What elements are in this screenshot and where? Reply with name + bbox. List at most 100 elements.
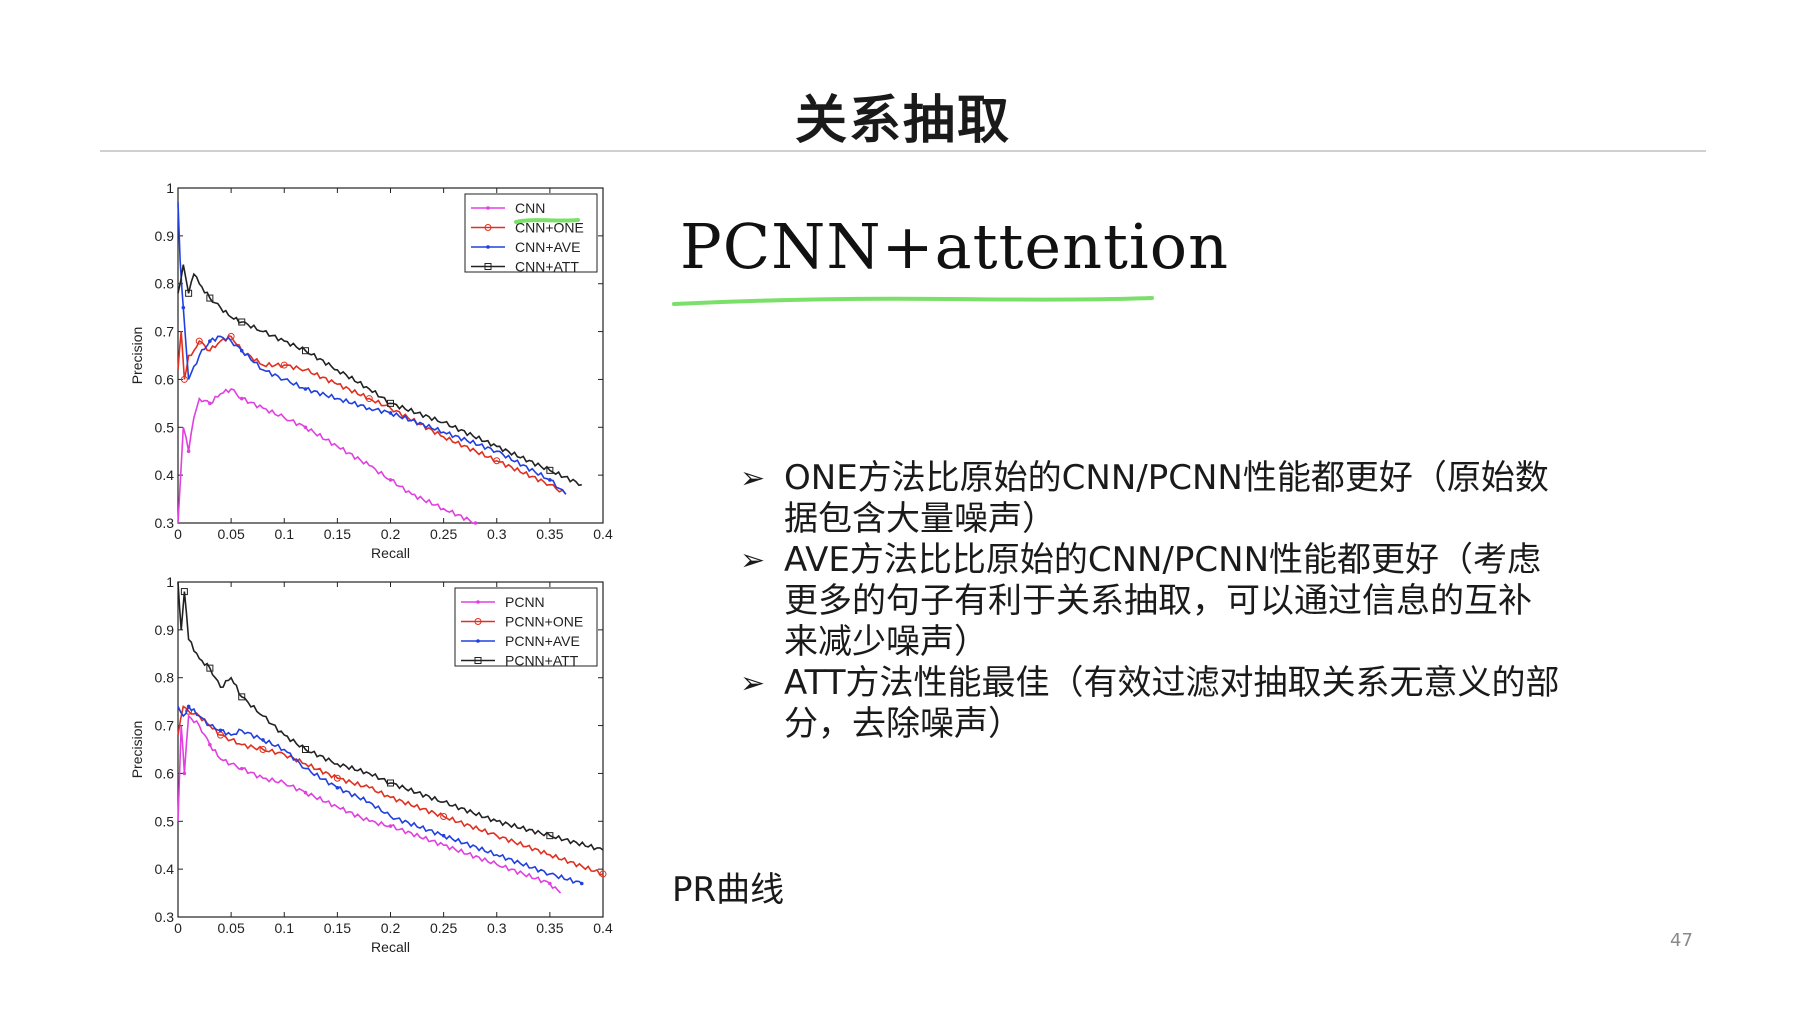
bullet-item: ➢ ATT方法性能最佳（有效过滤对抽取关系无意义的部分，去除噪声）	[740, 663, 1560, 745]
data-point	[302, 347, 309, 355]
data-point	[303, 425, 308, 430]
data-point	[208, 339, 212, 343]
x-tick-label: 0.3	[487, 526, 507, 542]
bullet-item: ➢AVE方法比比原始的CNN/PCNN性能都更好（考虑更多的句子有利于关系抽取，…	[740, 540, 1560, 663]
y-tick-label: 0.8	[155, 276, 175, 292]
y-tick-label: 0.9	[155, 228, 175, 244]
arrow-bullet-icon: ➢	[740, 666, 766, 701]
data-point	[388, 478, 393, 482]
data-point	[208, 742, 212, 747]
data-point	[546, 466, 554, 474]
x-tick-label: 0.15	[324, 526, 351, 542]
data-point	[333, 774, 341, 782]
bullet-item: ➢ONE方法比原始的CNN/PCNN性能都更好（原始数据包含大量噪声）	[740, 458, 1560, 540]
data-point	[387, 779, 394, 787]
data-point	[239, 766, 244, 771]
y-axis-label: Precision	[129, 721, 145, 779]
x-tick-label: 0.2	[381, 526, 401, 542]
y-tick-label: 0.4	[155, 861, 175, 877]
y-tick-label: 0.5	[155, 813, 175, 829]
data-point	[206, 294, 214, 302]
data-point	[599, 870, 607, 878]
data-point	[239, 396, 244, 401]
data-point	[365, 395, 373, 403]
x-axis-label: Recall	[371, 545, 410, 561]
legend-marker	[484, 263, 492, 270]
legend-label: PCNN	[505, 594, 545, 610]
data-point	[261, 738, 265, 742]
arrow-bullet-icon: ➢	[740, 543, 766, 578]
legend-marker	[484, 224, 492, 231]
x-tick-label: 0	[174, 920, 182, 936]
x-tick-label: 0.2	[381, 920, 401, 936]
data-point	[195, 337, 203, 345]
data-point	[208, 401, 212, 406]
series-line-pcnn-att	[177, 581, 604, 851]
arrow-bullet-icon: ➢	[740, 461, 766, 496]
page-number: 47	[1670, 930, 1693, 951]
x-tick-label: 0.25	[430, 920, 457, 936]
data-point	[186, 449, 191, 454]
series-line-cnn-att	[177, 264, 582, 487]
data-point	[239, 348, 244, 353]
data-point	[579, 881, 584, 886]
x-tick-label: 0.05	[218, 920, 245, 936]
y-tick-label: 0.6	[155, 371, 175, 387]
x-tick-label: 0.3	[487, 920, 507, 936]
data-point	[388, 411, 393, 415]
data-point	[180, 588, 188, 596]
slide-title: 关系抽取	[794, 91, 1011, 151]
data-point	[388, 824, 393, 828]
legend-label: CNN+ATT	[515, 259, 579, 275]
series-line-cnn	[177, 388, 476, 525]
data-point	[387, 399, 394, 407]
x-tick-label: 0.05	[218, 526, 245, 542]
legend-marker	[476, 639, 480, 643]
method-headline: PCNN+attention	[680, 210, 1230, 283]
series-line-pcnn-one	[177, 705, 604, 876]
data-point	[180, 375, 188, 383]
legend-marker	[476, 600, 480, 604]
data-point	[440, 813, 448, 820]
data-point	[493, 457, 501, 465]
data-point	[259, 746, 267, 753]
x-tick-label: 0.4	[593, 920, 613, 936]
data-point	[548, 478, 552, 482]
data-point	[441, 833, 446, 838]
y-tick-label: 0.7	[155, 324, 175, 340]
data-point	[182, 771, 187, 776]
x-axis-label: Recall	[371, 939, 410, 955]
title-divider	[100, 150, 1706, 152]
x-tick-label: 0	[174, 526, 182, 542]
legend-marker	[486, 245, 490, 249]
data-point	[473, 521, 478, 525]
data-point	[238, 318, 246, 326]
legend-marker	[486, 206, 490, 210]
y-axis-label: Precision	[129, 327, 145, 385]
y-tick-label: 0.8	[155, 670, 175, 686]
data-point	[303, 790, 308, 795]
data-point	[206, 664, 214, 672]
legend-marker	[474, 657, 482, 664]
x-tick-label: 0.25	[430, 526, 457, 542]
data-point	[186, 704, 191, 709]
y-tick-label: 0.5	[155, 419, 175, 435]
x-tick-label: 0.1	[275, 920, 295, 936]
x-tick-label: 0.1	[275, 526, 295, 542]
series-line-pcnn-ave	[177, 704, 583, 885]
y-tick-label: 1	[166, 180, 174, 196]
y-tick-label: 0.7	[155, 718, 175, 734]
data-point	[280, 361, 288, 369]
legend-label: PCNN+ATT	[505, 653, 579, 669]
bullet-list: ➢ONE方法比原始的CNN/PCNN性能都更好（原始数据包含大量噪声） ➢AVE…	[740, 458, 1560, 745]
bullet-text: ATT方法性能最佳（有效过滤对抽取关系无意义的部分，去除噪声）	[784, 663, 1560, 744]
legend-label: CNN	[515, 200, 545, 216]
data-point	[548, 881, 552, 886]
data-point	[218, 728, 223, 733]
y-tick-label: 0.9	[155, 622, 175, 638]
x-tick-label: 0.4	[593, 526, 613, 542]
